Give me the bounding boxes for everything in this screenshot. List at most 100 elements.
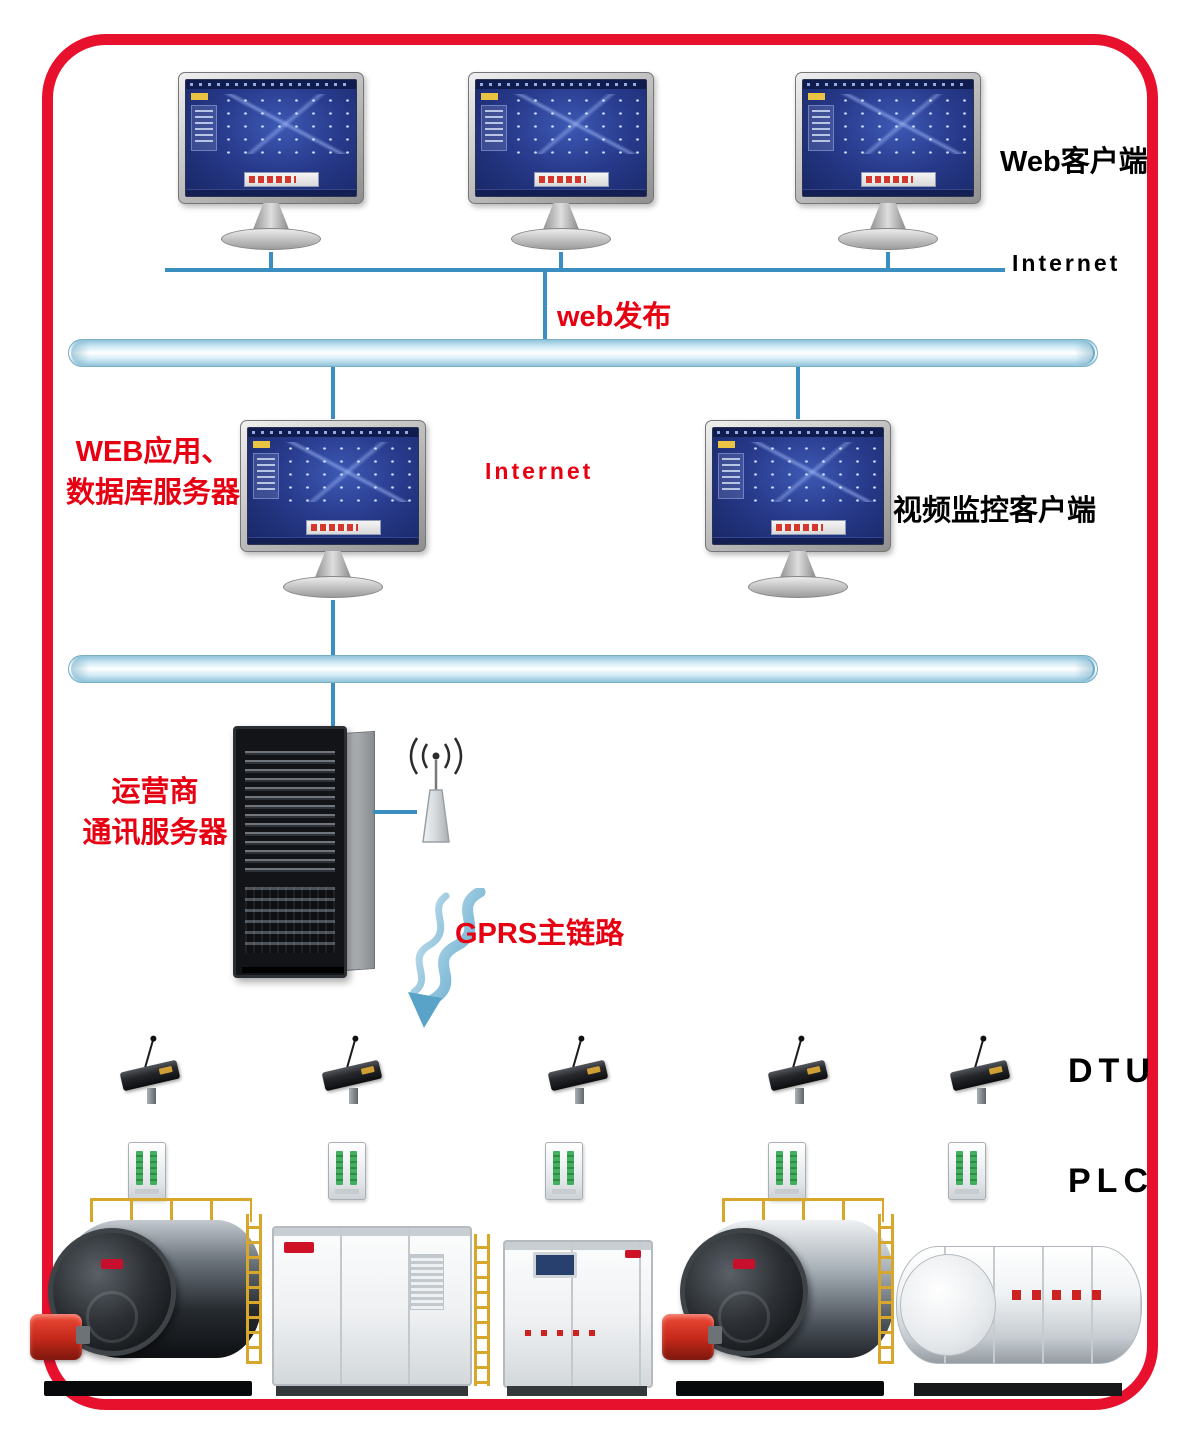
scada-side-panel: [718, 453, 744, 499]
boiler-ladder: [246, 1214, 262, 1364]
plc-terminal: [956, 1151, 963, 1185]
label-web-publish: web发布: [557, 301, 672, 333]
dtu-body: [547, 1059, 609, 1092]
scada-badge: [718, 441, 735, 448]
monitor-frame: [705, 420, 891, 552]
connector-bus2-rack: [331, 683, 335, 726]
scada-footer: [803, 189, 973, 196]
plc-terminal: [350, 1151, 357, 1185]
dtu-antenna-icon: [792, 1040, 802, 1068]
label-dtu: DTU: [1068, 1052, 1156, 1090]
scada-status-bar: [770, 520, 846, 535]
plc-terminal: [150, 1151, 157, 1185]
scada-screen: [475, 79, 647, 197]
dtu-body: [321, 1059, 383, 1092]
plc-terminal: [970, 1151, 977, 1185]
label-internet-top: Internet: [1012, 250, 1121, 276]
dtu-device-5: [944, 1038, 1016, 1108]
scada-toolbar: [186, 80, 356, 89]
dtu-mount: [795, 1088, 804, 1104]
scada-status-bar: [305, 520, 381, 535]
boiler-tank: [896, 1242, 1142, 1396]
monitor-web-client-3: [795, 72, 981, 252]
tank-logo: [1012, 1290, 1110, 1300]
scada-status-bar: [243, 172, 319, 187]
dtu-device-2: [316, 1038, 388, 1108]
scada-side-panel: [253, 453, 279, 499]
dtu-device-3: [542, 1038, 614, 1108]
comm-server-rack: [233, 726, 375, 978]
plc-device-5: [948, 1142, 986, 1200]
wireless-antenna-icon: [409, 737, 463, 843]
monitor-base: [283, 576, 383, 598]
monitor-frame: [795, 72, 981, 204]
monitor-base: [511, 228, 611, 250]
boiler-oil-gas-2: [660, 1196, 898, 1396]
rack-foot: [242, 967, 344, 973]
gprs-wave-arrow-icon: [408, 888, 486, 1028]
monitor-web-client-2: [468, 72, 654, 252]
network-bus-pipe-2: [68, 655, 1098, 683]
label-operator-server-line2: 通讯服务器: [82, 816, 228, 849]
scada-status-bar: [860, 172, 936, 187]
label-gprs-link: GPRS主链路: [455, 918, 625, 950]
cabinet-logo: [284, 1242, 314, 1253]
dtu-device-1: [114, 1038, 186, 1108]
boiler-base: [676, 1381, 884, 1396]
network-bus-pipe-1: [68, 339, 1098, 367]
dtu-body: [949, 1059, 1011, 1092]
scada-toolbar: [248, 428, 418, 437]
connector-internet-bus1: [543, 271, 547, 339]
scada-screen: [712, 427, 884, 545]
connector-rack-antenna: [373, 810, 417, 814]
plc-device-1: [128, 1142, 166, 1200]
monitor-web-client-1: [178, 72, 364, 252]
plc-terminal: [567, 1151, 574, 1185]
connector-client2-internet: [559, 252, 563, 270]
scada-toolbar: [713, 428, 883, 437]
scada-badge: [481, 93, 498, 100]
label-web-app-server: WEB应用、 数据库服务器: [48, 432, 258, 513]
dtu-device-4: [762, 1038, 834, 1108]
label-plc: PLC: [1068, 1162, 1154, 1200]
scada-badge: [808, 93, 825, 100]
cabinet-base: [276, 1386, 468, 1396]
scada-toolbar: [476, 80, 646, 89]
dtu-body: [767, 1059, 829, 1092]
scada-footer: [248, 537, 418, 544]
plc-terminal: [776, 1151, 783, 1185]
boiler-burner: [30, 1314, 90, 1360]
monitor-frame: [178, 72, 364, 204]
plc-device-2: [328, 1142, 366, 1200]
label-internet-mid: Internet: [485, 458, 594, 484]
dtu-antenna-icon: [974, 1040, 984, 1068]
dtu-mount: [977, 1088, 986, 1104]
boiler-ladder: [474, 1234, 490, 1386]
dtu-antenna-icon: [572, 1040, 582, 1068]
monitor-base: [838, 228, 938, 250]
plc-device-3: [545, 1142, 583, 1200]
connector-webapp-bus2: [331, 600, 335, 655]
boiler-burner: [662, 1314, 722, 1360]
scada-network-graphic: [837, 94, 968, 154]
scada-side-panel: [481, 105, 507, 151]
monitor-base: [748, 576, 848, 598]
label-operator-server-line1: 运营商: [111, 776, 199, 808]
rack-server-units: [245, 751, 335, 877]
monitor-frame: [240, 420, 426, 552]
scada-footer: [476, 189, 646, 196]
dtu-mount: [147, 1088, 156, 1104]
dtu-body: [119, 1059, 181, 1092]
boiler-base: [44, 1381, 252, 1396]
scada-footer: [186, 189, 356, 196]
scada-network-graphic: [747, 442, 878, 502]
internet-line: [165, 268, 1005, 272]
plc-terminal: [553, 1151, 560, 1185]
tank-front-face: [900, 1254, 996, 1356]
plc-device-4: [768, 1142, 806, 1200]
tank-base: [914, 1383, 1122, 1396]
scada-screen: [247, 427, 419, 545]
scada-footer: [713, 537, 883, 544]
plc-terminal: [136, 1151, 143, 1185]
